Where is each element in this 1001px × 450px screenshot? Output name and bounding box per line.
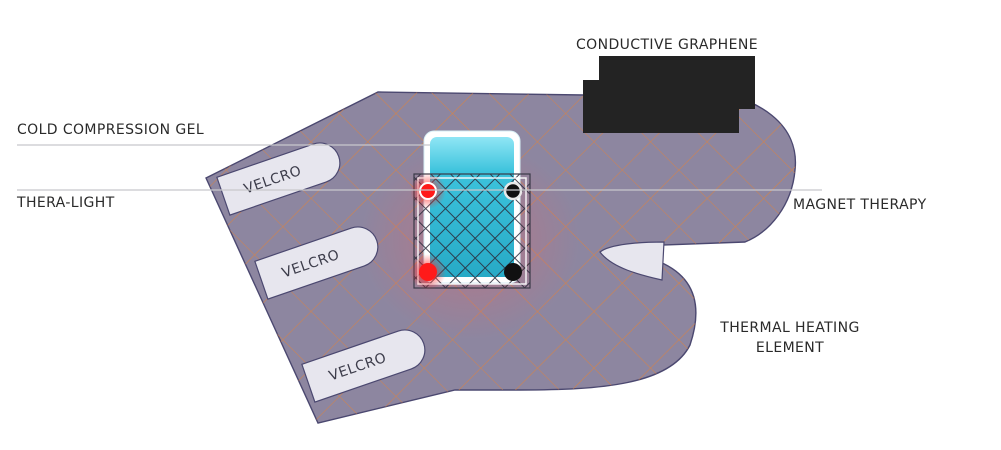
conductive-graphene-label: CONDUCTIVE GRAPHENE — [576, 37, 758, 53]
magnet-therapy-label: MAGNET THERAPY — [793, 197, 927, 213]
thera-light-label: THERA-LIGHT — [16, 195, 115, 211]
conductive-graphene-block — [583, 56, 755, 133]
cold-compression-gel-label: COLD COMPRESSION GEL — [17, 122, 204, 138]
red-light-led — [419, 182, 437, 200]
velcro-strap: VELCRO — [216, 142, 341, 216]
thermal-heating-label-line1: THERMAL HEATING — [719, 320, 859, 336]
velcro-strap: VELCRO — [301, 329, 426, 403]
red-light-led — [419, 263, 437, 281]
magnet-dot — [504, 263, 522, 281]
thumb-notch — [599, 241, 665, 281]
magnet-dot — [503, 181, 523, 201]
velcro-strap: VELCRO — [254, 226, 379, 300]
thermal-heating-label-line2: ELEMENT — [756, 340, 824, 356]
